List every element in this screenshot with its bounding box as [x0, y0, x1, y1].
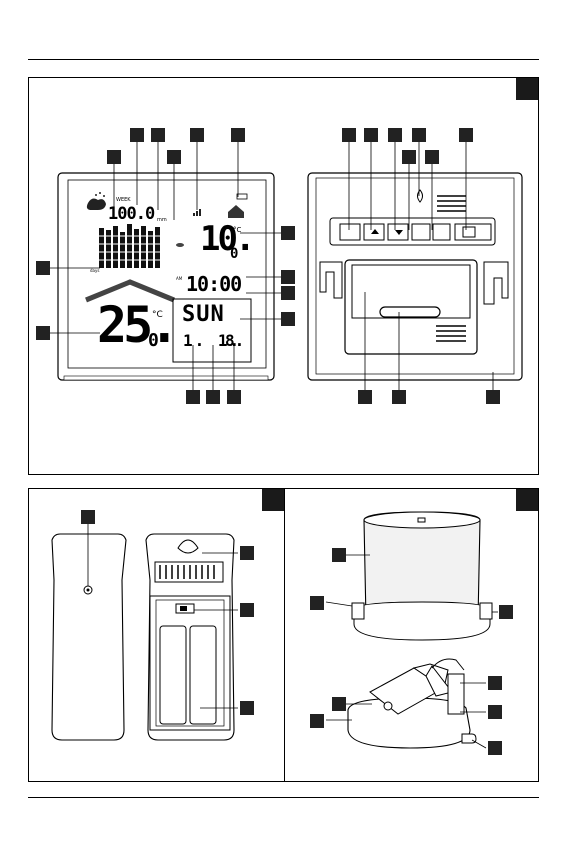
figure-c-drawing — [0, 0, 567, 850]
